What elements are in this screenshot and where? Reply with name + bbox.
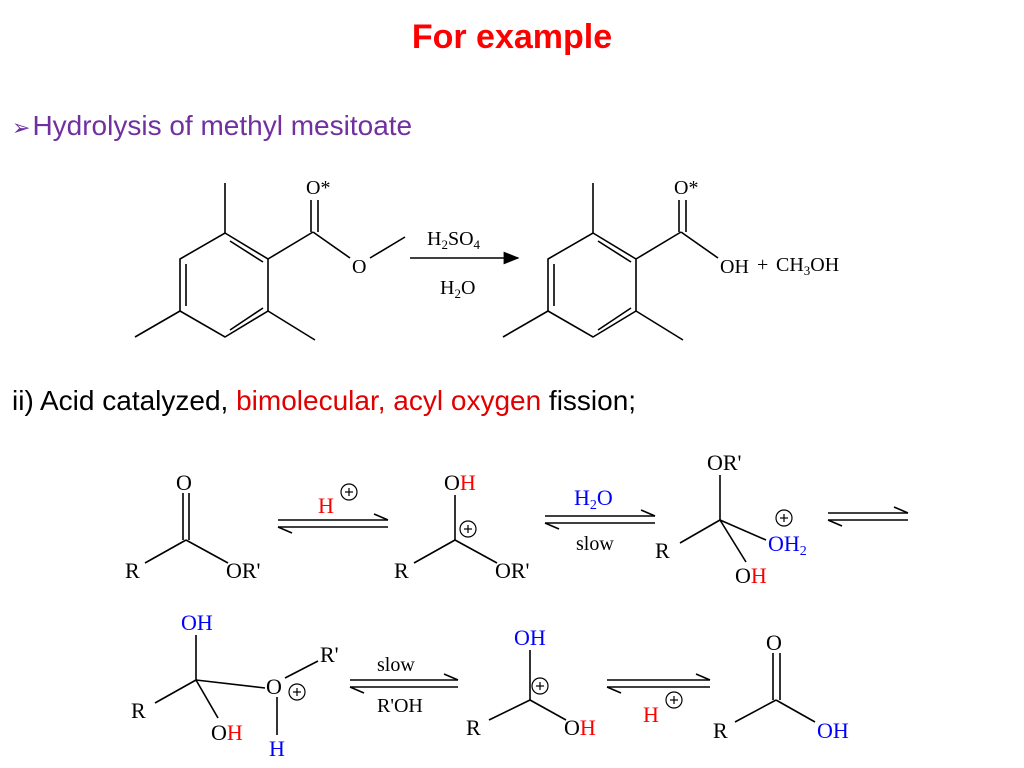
positive-charge-icon — [665, 691, 683, 709]
ester-carbonyl-oxygen: O* — [306, 177, 330, 199]
acid-R: R — [713, 718, 728, 743]
positive-charge-icon — [340, 483, 358, 501]
protonated-acid-R: R — [466, 715, 481, 740]
bullet-text: Hydrolysis of methyl mesitoate — [32, 110, 413, 141]
protonated-ester-R: R — [394, 558, 409, 583]
plus-sign: + — [757, 254, 768, 276]
mechanism-heading: ii) Acid catalyzed, bimolecular, acyl ox… — [12, 385, 636, 417]
protonated-ester-OH: OH — [444, 470, 476, 495]
deprotonation-equilibrium-arrow — [606, 673, 711, 694]
reagent-sulfuric-acid: H2SO4 — [427, 228, 481, 252]
acid-hydroxyl: OH — [720, 256, 749, 278]
acid-carbonyl-oxygen: O* — [674, 177, 698, 199]
leaving-group-H: H — [269, 736, 285, 761]
intermediate-R: R — [655, 538, 670, 563]
methyl-mesitoate-structure — [134, 183, 406, 341]
intermediate2-R: R — [131, 698, 146, 723]
protonated-ester-OR: OR' — [495, 558, 530, 583]
intermediate-OR: OR' — [707, 450, 742, 475]
positive-charge-icon — [288, 683, 306, 701]
water-addition-equilibrium-arrow — [544, 509, 656, 530]
intermediate-OH: OH — [735, 563, 767, 588]
elimination-equilibrium-arrow — [349, 673, 459, 694]
protonated-acid-OH-bottom: OH — [564, 715, 596, 740]
slow-label-2: slow — [377, 654, 415, 676]
bullet-hydrolysis: ➢Hydrolysis of methyl mesitoate — [12, 110, 412, 142]
heading-highlight: bimolecular, acyl oxygen — [236, 385, 542, 416]
positive-charge-icon — [459, 520, 477, 538]
ester-carbonyl-O: O — [176, 470, 192, 495]
heading-suffix: fission; — [541, 385, 637, 416]
ester-structure — [144, 493, 229, 564]
protonated-acid-OH-top: OH — [514, 625, 546, 650]
slide-title: For example — [411, 18, 613, 56]
leaving-group-R: R' — [320, 642, 339, 667]
proton-transfer-equilibrium-arrow — [827, 506, 909, 527]
intermediate2-OH-bottom: OH — [211, 720, 243, 745]
ester-R: R — [125, 558, 140, 583]
mesitoic-acid-structure — [502, 183, 719, 341]
positive-charge-icon — [531, 677, 549, 695]
acid-OH: OH — [817, 718, 849, 743]
tetrahedral-intermediate-2 — [154, 635, 319, 735]
protonation-equilibrium-arrow — [277, 513, 389, 534]
slow-label-1: slow — [576, 533, 614, 555]
proton-reagent-1: H — [318, 493, 334, 518]
protonated-acid-structure — [488, 650, 567, 721]
leaving-group-oxygen: O — [266, 674, 282, 699]
acid-carbonyl-O: O — [766, 630, 782, 655]
water-reagent: H2O — [574, 485, 613, 513]
protonated-ester-structure — [413, 495, 498, 564]
carboxylic-acid-structure — [734, 653, 816, 723]
alcohol-leaving: R'OH — [377, 695, 423, 717]
intermediate2-OH-top: OH — [181, 610, 213, 635]
proton-reagent-2: H — [643, 702, 659, 727]
reagent-water: H2O — [440, 277, 475, 301]
ester-OR: OR' — [226, 558, 261, 583]
tetrahedral-intermediate-1 — [679, 475, 767, 563]
bullet-arrow-icon: ➢ — [12, 115, 31, 140]
oxonium-water: OH2 — [768, 531, 807, 559]
ester-oxygen: O — [352, 256, 366, 278]
positive-charge-icon — [775, 509, 793, 527]
heading-prefix: ii) Acid catalyzed, — [12, 385, 237, 416]
methanol-byproduct: CH3OH — [776, 254, 839, 278]
